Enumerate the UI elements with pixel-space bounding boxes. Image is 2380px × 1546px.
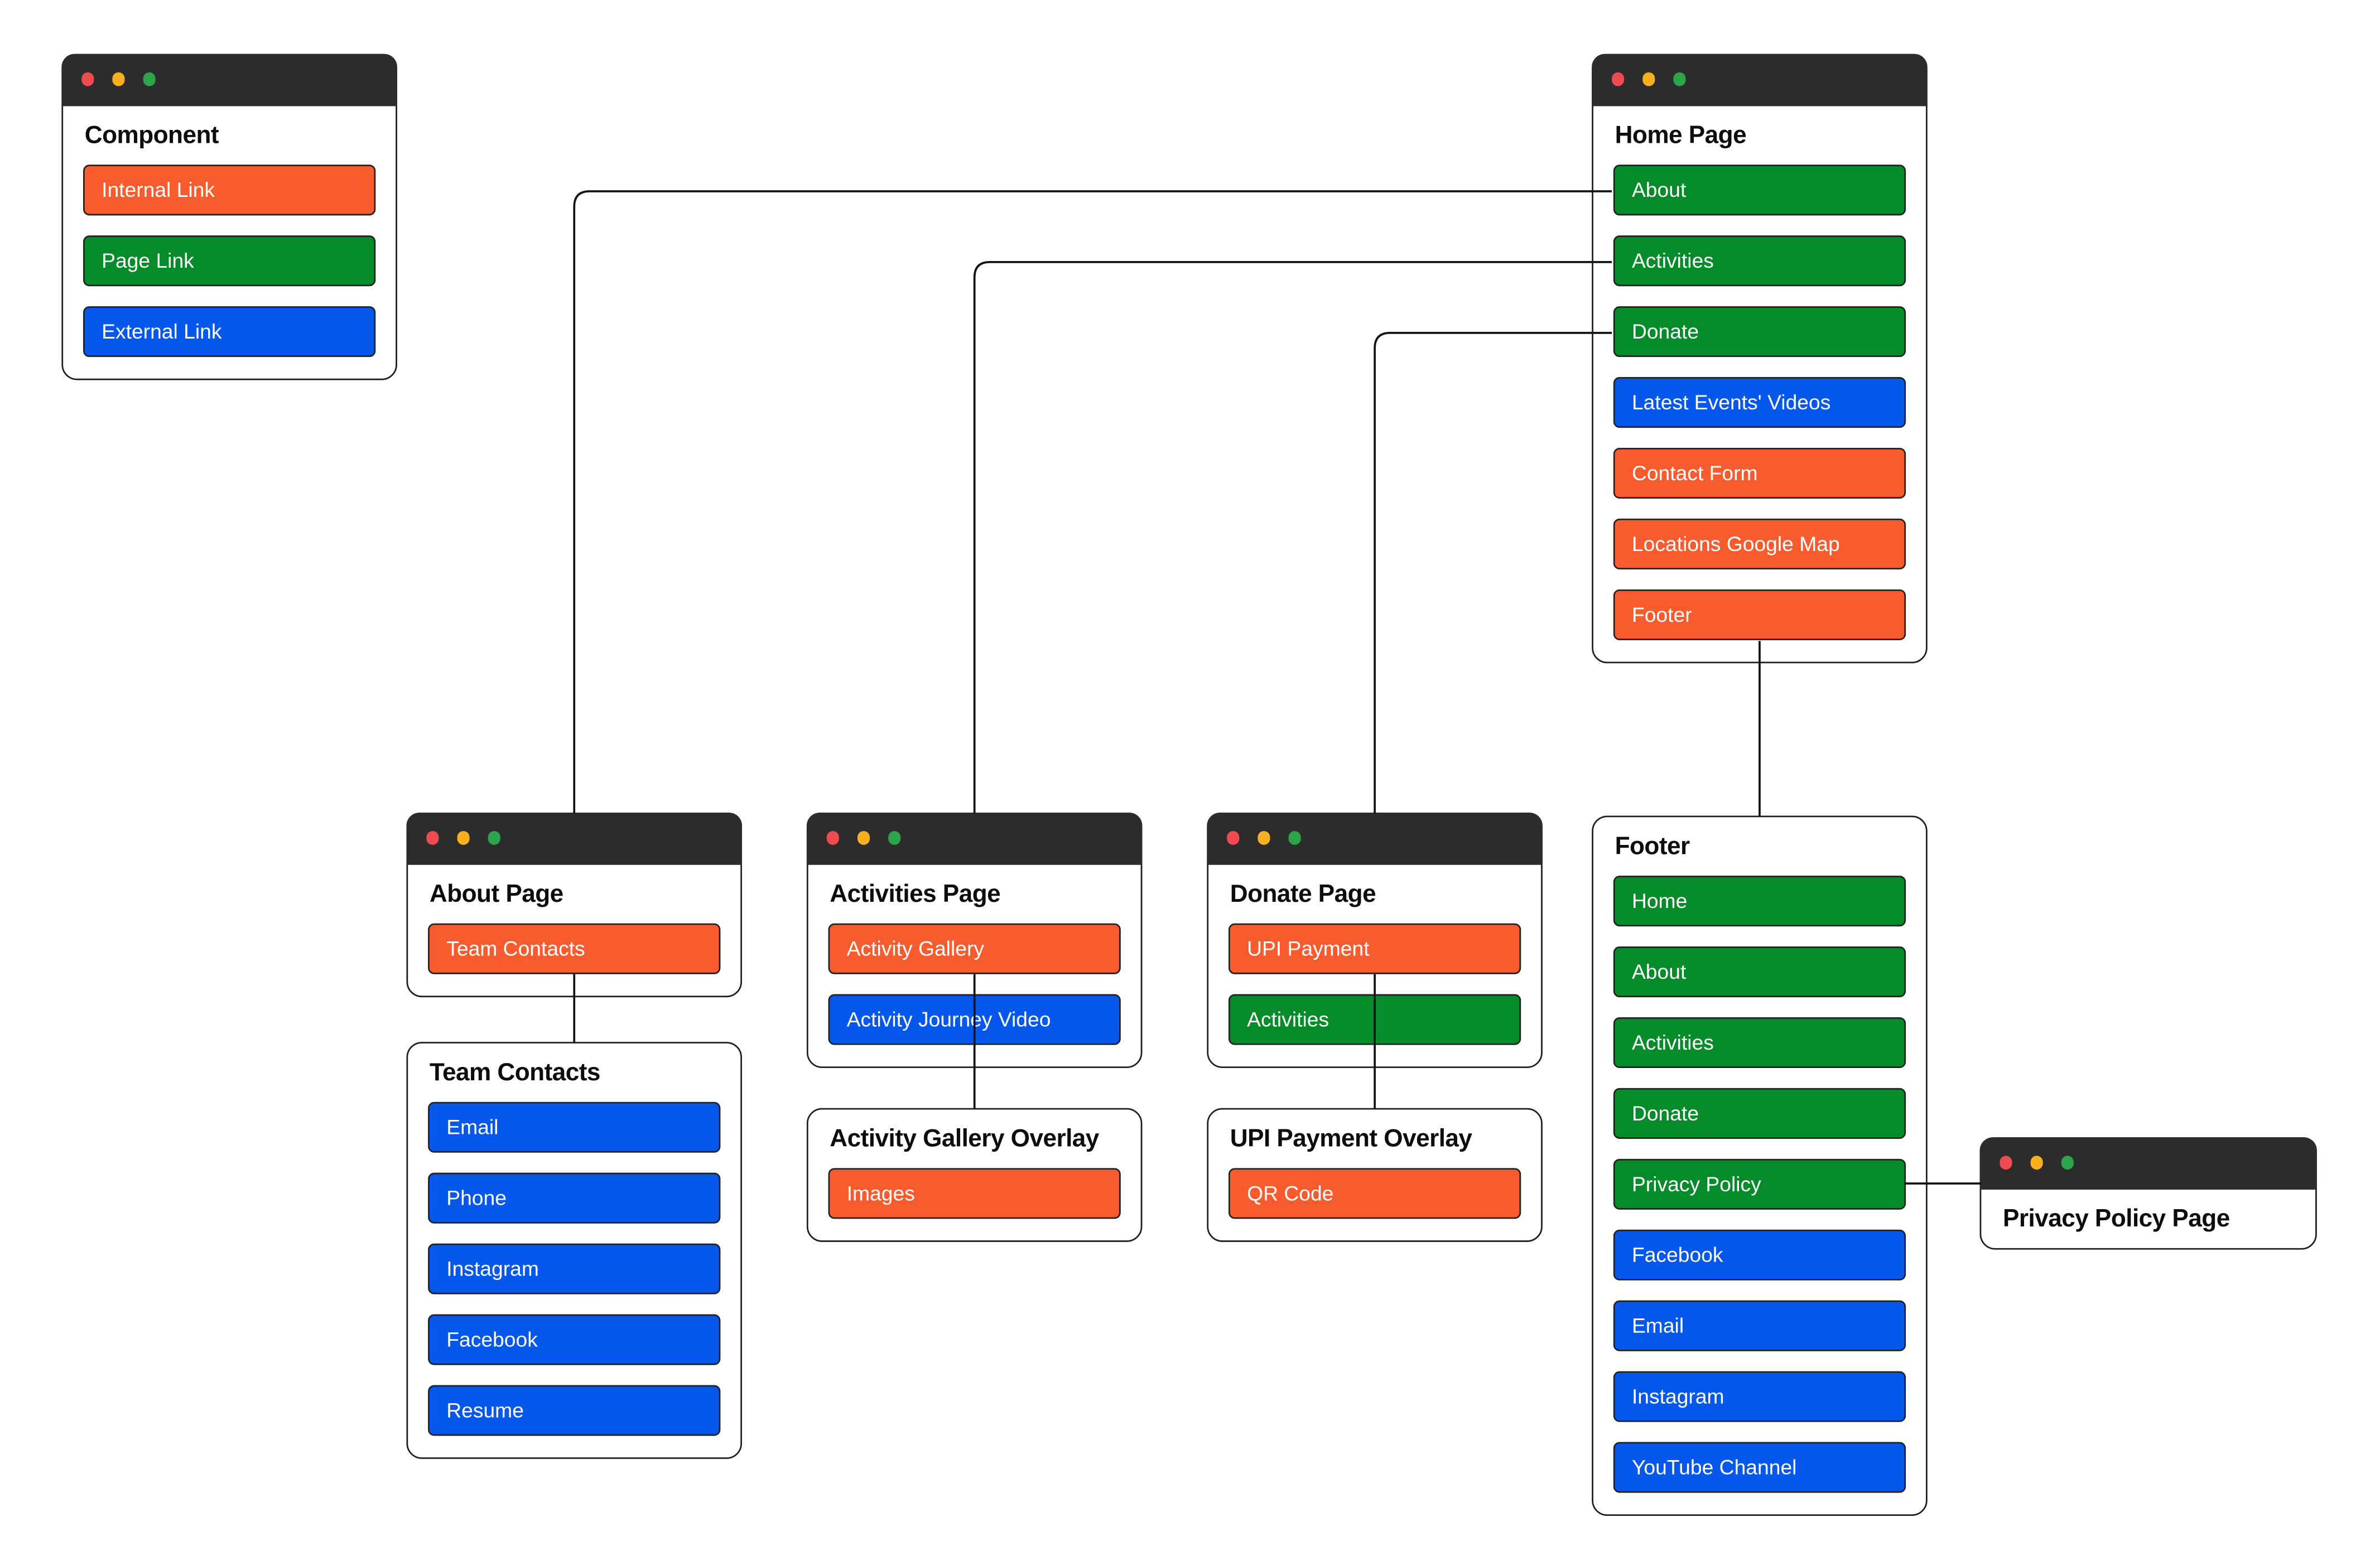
home-page-node-about: About xyxy=(1613,165,1906,216)
traffic-light-green-icon xyxy=(2060,1156,2074,1170)
team-contacts-node-email: Email xyxy=(428,1102,721,1153)
activity-gallery-overlay-node-list: Images xyxy=(808,1168,1141,1241)
traffic-light-red-icon xyxy=(1611,73,1625,86)
traffic-light-red-icon xyxy=(826,832,840,845)
about-page-node-list: Team Contacts xyxy=(408,923,740,996)
home-page-node-locations-google-map: Locations Google Map xyxy=(1613,518,1906,570)
team-contacts-node-facebook: Facebook xyxy=(428,1315,721,1366)
browser-chrome-bar xyxy=(406,811,743,864)
traffic-light-green-icon xyxy=(888,832,901,845)
traffic-light-red-icon xyxy=(1226,832,1240,845)
traffic-light-green-icon xyxy=(1673,73,1686,86)
upi-payment-overlay-title: UPI Payment Overlay xyxy=(1230,1126,1472,1153)
traffic-light-green-icon xyxy=(142,73,156,86)
card-upi-payment-overlay: UPI Payment Overlay QR Code xyxy=(1207,1108,1543,1243)
traffic-light-red-icon xyxy=(81,73,94,86)
home-page-node-activities: Activities xyxy=(1613,235,1906,287)
traffic-light-yellow-icon xyxy=(2030,1156,2043,1170)
footer-node-instagram: Instagram xyxy=(1613,1371,1906,1423)
component-node-internal-link: Internal Link xyxy=(83,165,376,216)
traffic-light-yellow-icon xyxy=(1642,73,1655,86)
traffic-light-yellow-icon xyxy=(112,73,125,86)
team-contacts-node-instagram: Instagram xyxy=(428,1244,721,1295)
activities-page-node-activity-journey-video: Activity Journey Video xyxy=(828,994,1121,1045)
activities-page-title: Activities Page xyxy=(830,881,1001,907)
browser-chrome-bar xyxy=(806,811,1143,864)
about-page-node-team-contacts: Team Contacts xyxy=(428,923,721,974)
home-page-title: Home Page xyxy=(1615,122,1747,149)
footer-node-privacy-policy: Privacy Policy xyxy=(1613,1159,1906,1210)
traffic-light-red-icon xyxy=(1999,1156,2012,1170)
donate-page-node-activities: Activities xyxy=(1228,994,1521,1045)
traffic-light-yellow-icon xyxy=(856,832,870,845)
team-contacts-title: Team Contacts xyxy=(429,1060,601,1087)
activity-gallery-overlay-node-images: Images xyxy=(828,1168,1121,1220)
donate-page-node-upi-payment: UPI Payment xyxy=(1228,923,1521,974)
footer-node-donate: Donate xyxy=(1613,1089,1906,1140)
component-node-external-link: External Link xyxy=(83,306,376,357)
traffic-light-yellow-icon xyxy=(1257,832,1270,845)
footer-node-about: About xyxy=(1613,947,1906,998)
traffic-light-green-icon xyxy=(1288,832,1301,845)
traffic-light-yellow-icon xyxy=(456,832,470,845)
home-page-node-footer: Footer xyxy=(1613,589,1906,640)
component-node-page-link: Page Link xyxy=(83,235,376,287)
donate-page-title: Donate Page xyxy=(1230,881,1376,907)
about-page-title: About Page xyxy=(429,881,563,907)
traffic-light-green-icon xyxy=(487,832,501,845)
browser-chrome-bar xyxy=(1206,811,1543,864)
footer-title: Footer xyxy=(1615,834,1690,861)
footer-node-home: Home xyxy=(1613,876,1906,927)
browser-chrome-bar xyxy=(61,53,398,106)
team-contacts-node-phone: Phone xyxy=(428,1173,721,1224)
connector-home-about-to-about-page xyxy=(573,190,1612,814)
card-privacy-policy-page: Privacy Policy Page xyxy=(1979,1137,2318,1250)
browser-chrome-bar xyxy=(1979,1137,2318,1189)
footer-node-youtube-channel: YouTube Channel xyxy=(1613,1442,1906,1494)
team-contacts-node-resume: Resume xyxy=(428,1385,721,1437)
browser-chrome-bar xyxy=(1591,53,1928,106)
connector-home-donate-to-donate-page xyxy=(1374,331,1612,814)
component-title: Component xyxy=(84,122,219,149)
home-page-node-contact-form: Contact Form xyxy=(1613,448,1906,499)
home-page-node-donate: Donate xyxy=(1613,306,1906,357)
privacy-policy-page-title: Privacy Policy Page xyxy=(2002,1206,2230,1233)
home-page-node-latest-events-videos: Latest Events' Videos xyxy=(1613,377,1906,428)
activity-gallery-overlay-title: Activity Gallery Overlay xyxy=(830,1126,1099,1153)
connector-home-activities-to-activities-page xyxy=(973,261,1612,814)
footer-node-email: Email xyxy=(1613,1301,1906,1352)
footer-node-facebook: Facebook xyxy=(1613,1230,1906,1281)
activities-page-node-activity-gallery: Activity Gallery xyxy=(828,923,1121,974)
upi-payment-overlay-node-qr-code: QR Code xyxy=(1228,1168,1521,1220)
traffic-light-red-icon xyxy=(426,832,439,845)
footer-node-activities: Activities xyxy=(1613,1018,1906,1069)
upi-payment-overlay-node-list: QR Code xyxy=(1208,1168,1541,1241)
